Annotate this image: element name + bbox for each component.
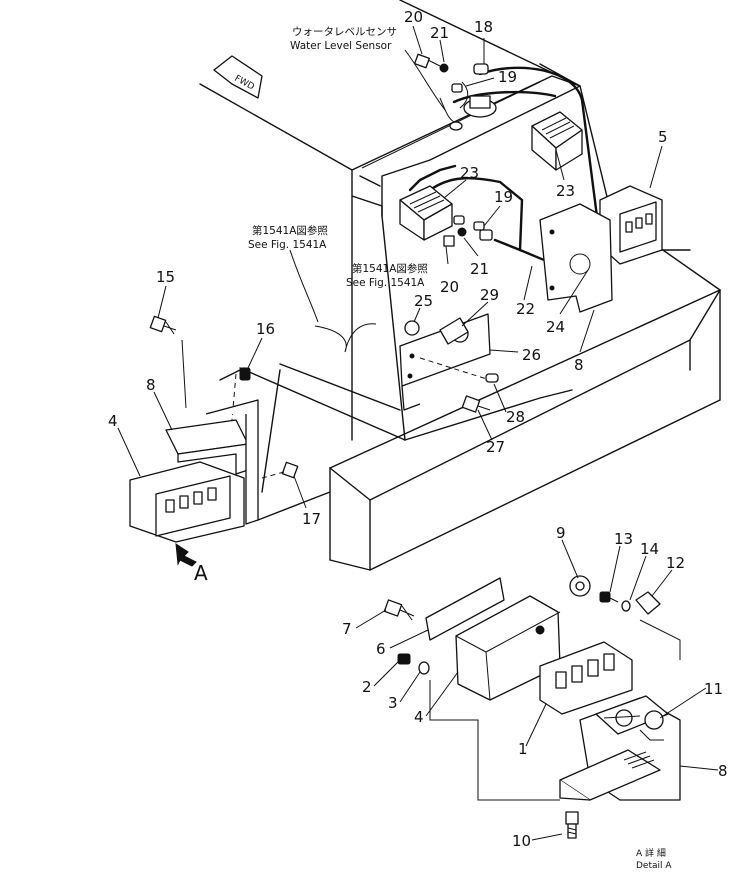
callout-8: 8 xyxy=(574,356,584,374)
left-work-lamp xyxy=(129,461,245,543)
see-fig-label-jp-1: 第1541A図参照 xyxy=(252,224,328,237)
callout-8: 8 xyxy=(146,376,156,394)
callout-5: 5 xyxy=(658,128,668,146)
callout-10: 10 xyxy=(512,832,531,850)
callout-15: 15 xyxy=(156,268,175,286)
callout-8: 8 xyxy=(718,762,728,780)
view-a-label: A xyxy=(194,561,208,585)
callout-26: 26 xyxy=(522,346,541,364)
water-level-sensor-label-en: Water Level Sensor xyxy=(290,40,392,52)
fwd-arrow-icon: FWD xyxy=(213,55,263,99)
switch-bracket xyxy=(399,313,491,411)
callout-27: 27 xyxy=(486,438,505,456)
callout-13: 13 xyxy=(614,530,633,548)
see-fig-label-en-1: See Fig. 1541A xyxy=(248,239,327,251)
detail-a-label-jp: A 詳 細 xyxy=(636,847,666,859)
callout-6: 6 xyxy=(376,640,386,658)
callout-9: 9 xyxy=(556,524,566,542)
callout-4: 4 xyxy=(108,412,118,430)
fastener-set-mid xyxy=(443,215,493,247)
water-level-sensor-label-jp: ウォータレベルセンサ xyxy=(292,26,397,38)
bolt-17 xyxy=(261,461,299,479)
callout-numbers: 20 21 18 19 23 23 5 19 21 20 22 24 8 15 … xyxy=(108,8,728,850)
callout-2: 2 xyxy=(362,678,372,696)
callout-22: 22 xyxy=(516,300,535,318)
pin-28 xyxy=(419,357,499,383)
bolt-13 xyxy=(599,591,619,603)
callout-19: 19 xyxy=(494,188,513,206)
nut-2 xyxy=(397,653,411,665)
callout-3: 3 xyxy=(388,694,398,712)
callout-20: 20 xyxy=(440,278,459,296)
callout-11: 11 xyxy=(704,680,723,698)
right-lamp-bracket xyxy=(539,203,613,313)
bolt-15 xyxy=(149,315,187,409)
callout-19: 19 xyxy=(498,68,517,86)
callout-14: 14 xyxy=(640,540,659,558)
callout-12: 12 xyxy=(666,554,685,572)
callout-20: 20 xyxy=(404,8,423,26)
callout-1: 1 xyxy=(518,740,528,758)
callout-21: 21 xyxy=(430,24,449,42)
washer-14 xyxy=(621,600,631,612)
view-a-arrow-icon xyxy=(175,542,197,567)
bolt-7 xyxy=(383,599,415,621)
callout-18: 18 xyxy=(474,18,493,36)
callout-28: 28 xyxy=(506,408,525,426)
bolt-10 xyxy=(565,811,579,839)
bolt-27 xyxy=(461,395,491,413)
detail-a-group xyxy=(383,575,681,839)
clip-12 xyxy=(635,591,661,615)
bolt-25 xyxy=(404,320,420,336)
water-level-sensor xyxy=(404,49,497,131)
relay-box-upper xyxy=(531,111,583,171)
callout-16: 16 xyxy=(256,320,275,338)
plate-6 xyxy=(425,577,505,641)
callout-17: 17 xyxy=(302,510,321,528)
washer-3 xyxy=(418,661,430,675)
fastener-set-top xyxy=(414,53,489,93)
leader-lines xyxy=(117,25,719,841)
right-work-lamp xyxy=(599,185,663,265)
relay-box-lower xyxy=(399,185,453,241)
see-fig-label-jp-2: 第1541A図参照 xyxy=(352,262,428,275)
annotation-labels: ウォータレベルセンサ Water Level Sensor 第1541A図参照 … xyxy=(194,26,672,871)
callout-7: 7 xyxy=(342,620,352,638)
callout-23: 23 xyxy=(556,182,575,200)
callout-29: 29 xyxy=(480,286,499,304)
detail-a-label-en: Detail A xyxy=(636,861,672,871)
callout-24: 24 xyxy=(546,318,565,336)
callout-23: 23 xyxy=(460,164,479,182)
grommet-9 xyxy=(569,575,591,597)
callout-4: 4 xyxy=(414,708,424,726)
see-fig-label-en-2: See Fig. 1541A xyxy=(346,277,425,289)
callout-21: 21 xyxy=(470,260,489,278)
callout-25: 25 xyxy=(414,292,433,310)
left-lamp-bracket xyxy=(165,399,259,525)
